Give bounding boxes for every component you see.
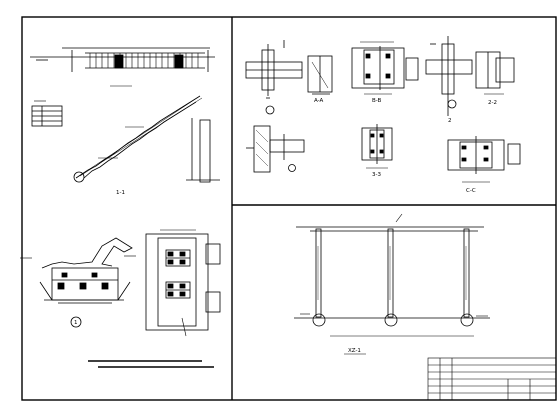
label-frame-title: XZ-1 [348, 348, 361, 354]
railing-elevation [30, 47, 215, 87]
sheet-border [21, 16, 557, 401]
label-section-1-1: 1-1 [116, 190, 125, 196]
section-c-c [447, 136, 521, 183]
label-section-c-c: C-C [466, 188, 476, 194]
label-section-b-b: B-B [372, 98, 382, 104]
legend-table [31, 100, 63, 127]
stair-section [73, 95, 220, 183]
portal-frame [294, 213, 490, 355]
section-b-b [351, 41, 419, 95]
plate-detail [145, 229, 221, 337]
column-joint-detail-2 [425, 36, 473, 116]
section-3-3 [361, 124, 393, 169]
thick-bars [88, 360, 214, 368]
label-marker-2: 2 [448, 118, 452, 124]
section-a-a [307, 55, 333, 95]
base-detail [20, 237, 136, 328]
title-block [427, 357, 557, 401]
wall-joint-detail [246, 125, 305, 173]
section-2-2 [475, 51, 515, 95]
label-section-3-3: 3-3 [372, 172, 381, 178]
column-joint-detail [245, 40, 303, 115]
label-section-2-2: 2-2 [488, 100, 497, 106]
label-marker-1: 1 [74, 320, 78, 326]
label-section-a-a: A-A [314, 98, 324, 104]
